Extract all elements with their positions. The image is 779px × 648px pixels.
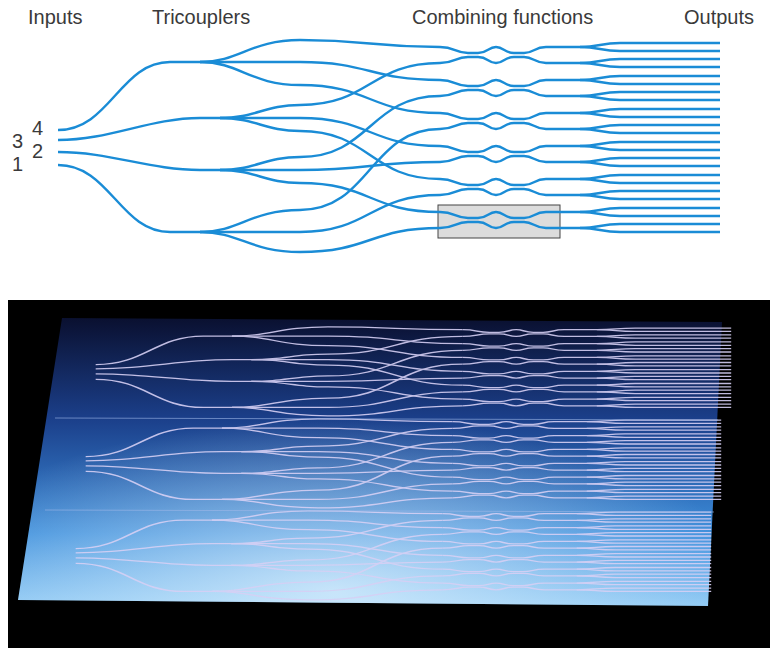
column-heading: Outputs [684, 6, 754, 28]
photo-background [8, 300, 770, 648]
input-number: 3 [12, 130, 23, 152]
highlight-box [438, 205, 560, 238]
column-heading: Inputs [28, 6, 82, 28]
input-number: 4 [32, 117, 43, 139]
column-heading: Tricouplers [152, 6, 250, 28]
input-number: 2 [32, 140, 43, 162]
chip-dicing-lines [45, 418, 718, 512]
chip-waveguides [76, 327, 732, 600]
input-number: 1 [12, 153, 23, 175]
waveguide-network [58, 40, 720, 252]
column-heading: Combining functions [412, 6, 593, 28]
